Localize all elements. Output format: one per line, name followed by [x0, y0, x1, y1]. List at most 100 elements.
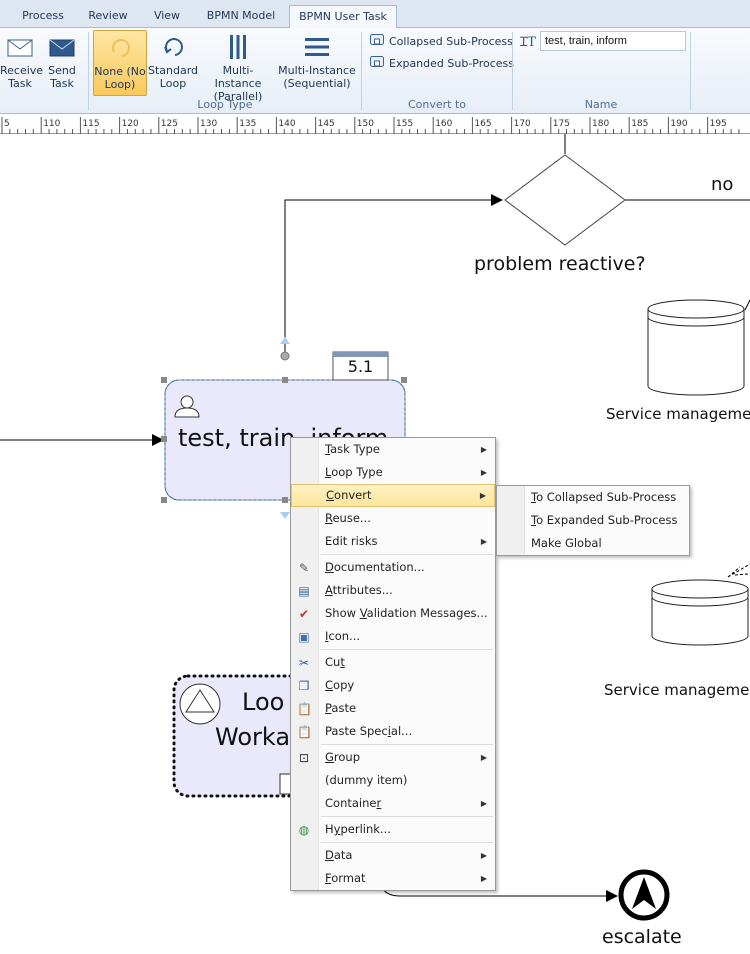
- receive-task-button[interactable]: Receive Task: [0, 30, 44, 96]
- ruler-tick-label: 5: [4, 119, 10, 129]
- menu-item-show-validation-messages[interactable]: ✔ Show Validation Messages...: [291, 602, 495, 625]
- tab-bpmn-user-task[interactable]: BPMN User Task: [289, 5, 397, 29]
- tab-view[interactable]: View: [153, 9, 181, 22]
- multi-instance-parallel-button[interactable]: Multi-Instance (Parallel): [200, 30, 276, 103]
- loop-task-label-1: Loo: [242, 688, 285, 716]
- validation-icon: ✔: [298, 607, 310, 621]
- collapsed-subprocess-button[interactable]: Collapsed Sub-Process: [370, 34, 513, 48]
- submenu-item-to-collapsed-sub-process[interactable]: To Collapsed Sub-Process: [497, 486, 689, 509]
- menu-item-label: Data: [325, 848, 353, 862]
- menu-item-paste[interactable]: 📋Paste: [291, 697, 495, 720]
- mnemonic-letter: D: [325, 560, 334, 574]
- ruler-tick-label: 115: [82, 119, 99, 129]
- menu-separator: [321, 744, 493, 745]
- menu-item-paste-special[interactable]: 📋Paste Special...: [291, 720, 495, 743]
- menu-item-label: Copy: [325, 678, 355, 692]
- menu-item-hyperlink[interactable]: ◍Hyperlink...: [291, 818, 495, 841]
- loop-none-icon: [94, 31, 146, 65]
- task-name-input[interactable]: [540, 31, 686, 51]
- mnemonic-letter: L: [325, 465, 332, 479]
- submenu-item-to-expanded-sub-process[interactable]: To Expanded Sub-Process: [497, 509, 689, 532]
- connection-point[interactable]: [280, 351, 290, 361]
- submenu-item-make-global[interactable]: Make Global: [497, 532, 689, 555]
- diagram-drawing: [0, 134, 750, 921]
- flow-condition-label: no: [711, 174, 734, 195]
- receive-task-label-1: Receive: [0, 64, 44, 77]
- menu-item-label: Documentation...: [325, 560, 425, 574]
- mnemonic-letter: P: [325, 701, 332, 715]
- menu-item-dummy-item[interactable]: (dummy item): [291, 769, 495, 792]
- menu-item-documentation[interactable]: ✎Documentation...: [291, 556, 495, 579]
- collapsed-subprocess-label: Collapsed Sub-Process: [389, 34, 513, 48]
- menu-item-label: Task Type: [325, 442, 380, 456]
- ruler-tick-label: 120: [122, 119, 139, 129]
- menu-item-loop-type[interactable]: Loop Type▶: [291, 461, 495, 484]
- sequence-flow[interactable]: [284, 194, 503, 356]
- task-badge-header: [333, 352, 388, 357]
- menu-separator: [321, 649, 493, 650]
- context-menu-icon-gutter: [291, 438, 319, 890]
- menu-item-cut[interactable]: ✂Cut: [291, 651, 495, 674]
- mnemonic-letter: A: [325, 583, 333, 597]
- ruler-tick-label: 150: [357, 119, 374, 129]
- context-menu: Task Type▶Loop Type▶Convert▶Reuse...Edit…: [290, 437, 496, 891]
- menu-item-task-type[interactable]: Task Type ▶: [291, 438, 495, 461]
- parallel-label-1: Multi-Instance: [214, 64, 262, 90]
- menu-item-label: Hyperlink...: [325, 822, 391, 836]
- multi-instance-sequential-button[interactable]: Multi-Instance (Sequential): [278, 30, 356, 96]
- tab-process[interactable]: Process: [22, 9, 64, 22]
- menu-item-label: Loop Type: [325, 465, 383, 479]
- sequential-label-2: (Sequential): [283, 77, 351, 90]
- data-store-label: Service manageme: [606, 405, 750, 423]
- menu-item-label: Make Global: [531, 536, 602, 550]
- loop-none-label-1: None (No: [94, 65, 146, 78]
- menu-item-label: To Expanded Sub-Process: [531, 513, 678, 527]
- ruler-tick-label: 125: [161, 119, 178, 129]
- tab-review[interactable]: Review: [88, 9, 128, 22]
- mnemonic-letter: I: [325, 629, 329, 643]
- menu-item-container[interactable]: Container▶: [291, 792, 495, 815]
- data-store[interactable]: [647, 299, 745, 396]
- ruler-tick-label: 160: [435, 119, 452, 129]
- menu-item-attributes[interactable]: ▤Attributes...: [291, 579, 495, 602]
- ruler-tick-label: 135: [239, 119, 256, 129]
- parallel-bars-icon: [200, 30, 276, 64]
- menu-item-icon[interactable]: ▣Icon...: [291, 625, 495, 648]
- ribbon-separator: [361, 32, 362, 110]
- paste-special-icon: 📋: [297, 725, 312, 739]
- menu-item-data[interactable]: Data▶: [291, 844, 495, 867]
- loop-standard-button[interactable]: Standard Loop: [148, 30, 198, 96]
- ribbon-separator: [88, 32, 89, 110]
- menu-item-group[interactable]: ⊡Group▶: [291, 746, 495, 769]
- menu-item-label: Show Validation Messages...: [325, 606, 488, 620]
- submenu-arrow-icon: ▶: [480, 445, 487, 454]
- selection-handles[interactable]: [161, 377, 407, 503]
- menu-item-copy[interactable]: ❐Copy: [291, 674, 495, 697]
- end-event-label: escalate: [602, 926, 682, 948]
- association-line: [744, 299, 750, 311]
- menu-item-edit-risks[interactable]: Edit risks▶: [291, 530, 495, 553]
- ruler-tick-label: 130: [200, 119, 217, 129]
- tab-bpmn-model[interactable]: BPMN Model: [206, 9, 276, 22]
- menu-item-label: Format: [325, 871, 366, 885]
- menu-item-label: Group: [325, 750, 361, 764]
- menu-item-label: (dummy item): [325, 773, 408, 787]
- loop-task-label-2: Worka: [215, 723, 291, 751]
- exclusive-gateway[interactable]: [504, 154, 626, 246]
- expanded-subprocess-button[interactable]: Expanded Sub-Process: [370, 56, 514, 70]
- menu-item-reuse[interactable]: Reuse...: [291, 507, 495, 530]
- menu-item-label: Icon...: [325, 629, 361, 643]
- submenu-arrow-icon: ▶: [479, 491, 486, 500]
- data-store[interactable]: [651, 579, 749, 646]
- send-task-button[interactable]: Send Task: [42, 30, 82, 96]
- diagram-canvas[interactable]: problem reactive? no test, train, inform…: [0, 134, 750, 954]
- menu-item-convert[interactable]: Convert▶: [291, 484, 495, 507]
- paste-icon: 📋: [297, 702, 312, 716]
- convert-group-label: Convert to: [407, 98, 467, 111]
- menu-item-format[interactable]: Format▶: [291, 867, 495, 890]
- mnemonic-letter: V: [359, 606, 367, 620]
- loop-none-button[interactable]: None (No Loop): [93, 30, 147, 96]
- convert-submenu: To Collapsed Sub-Process To Expanded Sub-…: [496, 485, 690, 556]
